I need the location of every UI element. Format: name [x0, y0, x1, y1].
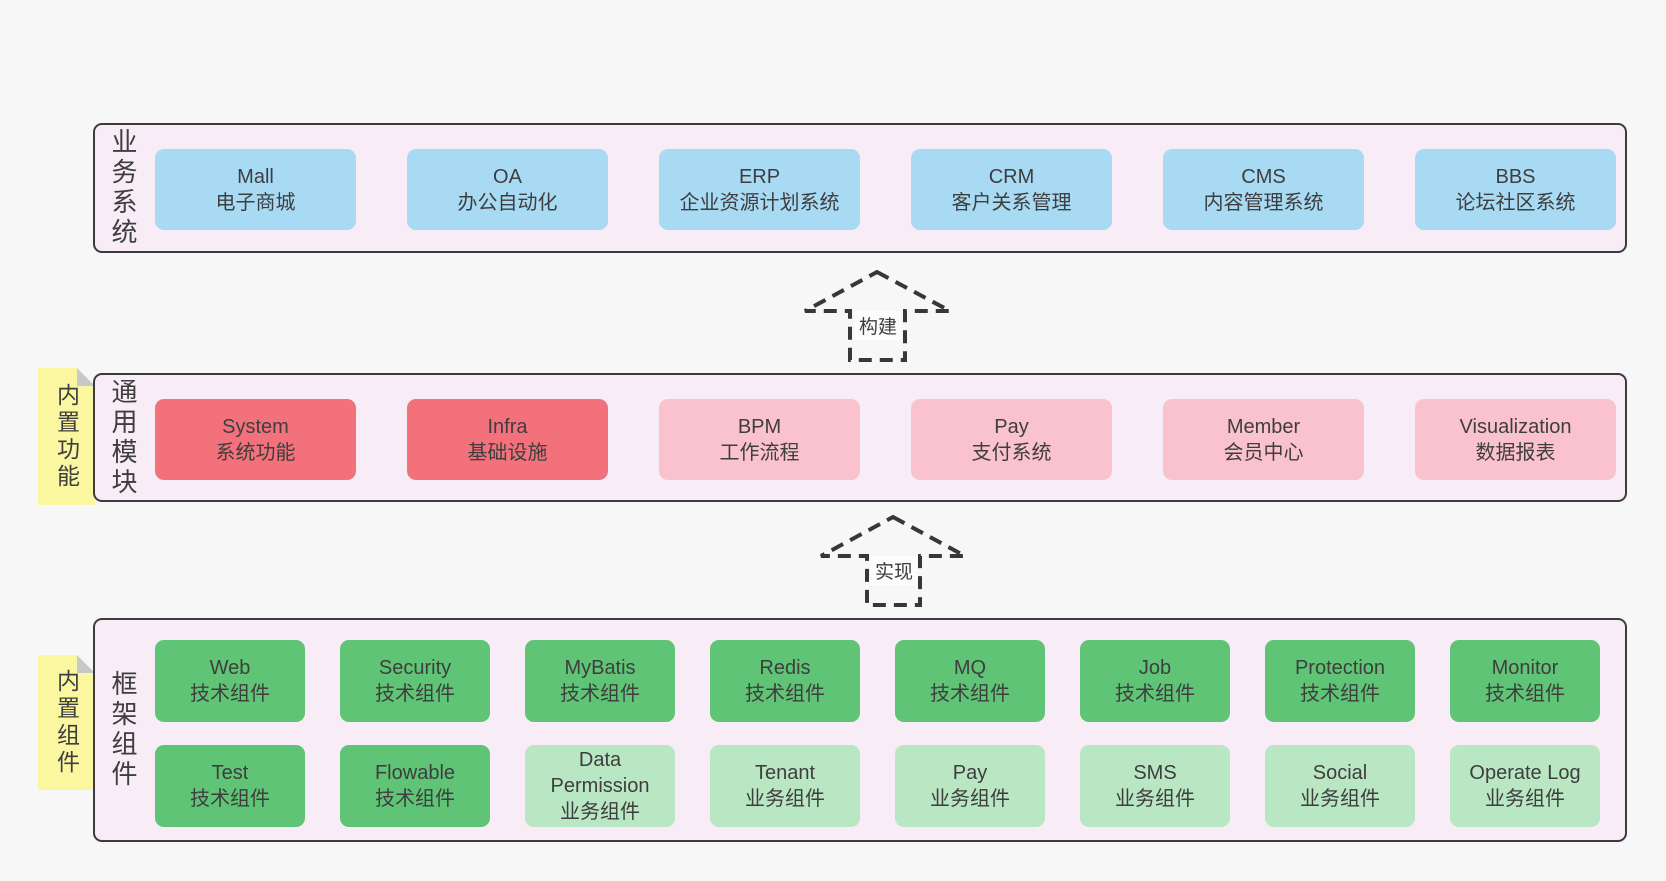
box-title-en: Test: [211, 762, 249, 784]
framework-components-box-data-permission: Data Permission 业务组件: [525, 745, 675, 827]
business-systems-box-bbs: BBS 论坛社区系统: [1415, 149, 1616, 230]
band-common-modules: 通用模块 System 系统功能 Infra 基础设施 BPM 工作流程 Pay 支付系统 Me…: [93, 373, 1627, 502]
box-title-en: Flowable: [374, 762, 456, 784]
box-title-en: Visualization: [1459, 415, 1572, 438]
box-subtitle-zh: 业务组件: [560, 801, 640, 823]
box-subtitle-zh: 业务组件: [1300, 788, 1380, 810]
box-title-en: Security: [378, 657, 452, 679]
box-subtitle-zh: 内容管理系统: [1203, 191, 1324, 214]
arrow-label-implement: 实现: [870, 556, 918, 585]
framework-components-box-social: Social 业务组件: [1265, 745, 1415, 827]
box-title-en: Social: [1312, 762, 1368, 784]
common-modules-box-bpm: BPM 工作流程: [659, 399, 860, 480]
box-title-en: Infra: [487, 415, 528, 438]
box-subtitle-zh: 技术组件: [190, 683, 270, 705]
sticky-note-label: 内置功能: [53, 382, 80, 491]
box-title-en: Data Permission: [550, 749, 650, 797]
box-subtitle-zh: 业务组件: [1485, 788, 1565, 810]
framework-components-box-mq: MQ 技术组件: [895, 640, 1045, 722]
framework-components-box-operate-log: Operate Log 业务组件: [1450, 745, 1600, 827]
box-subtitle-zh: 技术组件: [1485, 683, 1565, 705]
business-systems-box-crm: CRM 客户关系管理: [911, 149, 1112, 230]
framework-components-box-job: Job 技术组件: [1080, 640, 1230, 722]
box-title-en: Tenant: [754, 762, 816, 784]
sticky-note-builtin-features: 内置功能: [38, 368, 95, 505]
box-subtitle-zh: 技术组件: [930, 683, 1010, 705]
box-title-en: MyBatis: [564, 657, 636, 679]
arrow-label-build: 构建: [854, 311, 902, 340]
framework-components-box-sms: SMS 业务组件: [1080, 745, 1230, 827]
box-subtitle-zh: 技术组件: [190, 788, 270, 810]
common-modules-box-pay: Pay 支付系统: [911, 399, 1112, 480]
box-title-en: Job: [1138, 657, 1172, 679]
business-systems-box-cms: CMS 内容管理系统: [1163, 149, 1364, 230]
box-subtitle-zh: 工作流程: [719, 441, 800, 464]
box-subtitle-zh: 业务组件: [745, 788, 825, 810]
box-subtitle-zh: 办公自动化: [457, 191, 558, 214]
box-title-en: Protection: [1294, 657, 1386, 679]
business-systems-box-erp: ERP 企业资源计划系统: [659, 149, 860, 230]
framework-components-box-mybatis: MyBatis 技术组件: [525, 640, 675, 722]
box-title-en: Member: [1226, 415, 1301, 438]
box-subtitle-zh: 业务组件: [930, 788, 1010, 810]
box-subtitle-zh: 客户关系管理: [951, 191, 1072, 214]
box-title-en: CRM: [988, 165, 1035, 188]
framework-components-box-flowable: Flowable 技术组件: [340, 745, 490, 827]
box-title-en: Monitor: [1491, 657, 1559, 679]
box-subtitle-zh: 支付系统: [971, 441, 1052, 464]
sticky-note-label: 内置组件: [53, 668, 80, 777]
box-title-en: BBS: [1495, 165, 1536, 188]
box-subtitle-zh: 基础设施: [467, 441, 548, 464]
box-title-en: Operate Log: [1469, 762, 1581, 784]
band-label-business-systems: 业务系统: [108, 128, 138, 248]
box-title-en: ERP: [738, 165, 781, 188]
band-label-common-modules: 通用模块: [108, 377, 138, 498]
box-title-en: Web: [209, 657, 251, 679]
box-subtitle-zh: 电子商城: [215, 191, 296, 214]
framework-components-box-monitor: Monitor 技术组件: [1450, 640, 1600, 722]
box-subtitle-zh: 技术组件: [375, 788, 455, 810]
box-subtitle-zh: 数据报表: [1475, 441, 1556, 464]
box-subtitle-zh: 技术组件: [1300, 683, 1380, 705]
band-business-systems-boxes: Mall 电子商城 OA 办公自动化 ERP 企业资源计划系统 CRM 客户关系管理 CMS 内容…: [95, 125, 1625, 251]
box-subtitle-zh: 论坛社区系统: [1455, 191, 1576, 214]
box-subtitle-zh: 业务组件: [1115, 788, 1195, 810]
framework-components-box-security: Security 技术组件: [340, 640, 490, 722]
box-title-en: OA: [493, 165, 522, 188]
framework-components-box-test: Test 技术组件: [155, 745, 305, 827]
box-subtitle-zh: 技术组件: [1115, 683, 1195, 705]
band-common-modules-boxes: System 系统功能 Infra 基础设施 BPM 工作流程 Pay 支付系统 Member 会…: [95, 375, 1625, 500]
box-title-en: CMS: [1241, 165, 1286, 188]
box-title-en: Redis: [759, 657, 811, 679]
framework-components-box-web: Web 技术组件: [155, 640, 305, 722]
box-subtitle-zh: 技术组件: [745, 683, 825, 705]
sticky-note-builtin-components: 内置组件: [38, 655, 95, 790]
business-systems-box-mall: Mall 电子商城: [155, 149, 356, 230]
common-modules-box-member: Member 会员中心: [1163, 399, 1364, 480]
box-subtitle-zh: 技术组件: [375, 683, 455, 705]
band-label-framework-components: 框架组件: [108, 670, 138, 790]
common-modules-box-visualization: Visualization 数据报表: [1415, 399, 1616, 480]
box-title-en: System: [222, 415, 289, 438]
box-title-en: Pay: [994, 415, 1029, 438]
business-systems-box-oa: OA 办公自动化: [407, 149, 608, 230]
box-subtitle-zh: 企业资源计划系统: [679, 191, 840, 214]
box-title-en: Mall: [237, 165, 274, 188]
box-title-en: BPM: [737, 415, 782, 438]
box-title-en: SMS: [1133, 762, 1177, 784]
framework-components-box-redis: Redis 技术组件: [710, 640, 860, 722]
framework-components-box-protection: Protection 技术组件: [1265, 640, 1415, 722]
box-subtitle-zh: 系统功能: [215, 441, 296, 464]
common-modules-box-system: System 系统功能: [155, 399, 356, 480]
box-subtitle-zh: 技术组件: [560, 683, 640, 705]
framework-components-box-tenant: Tenant 业务组件: [710, 745, 860, 827]
band-business-systems: 业务系统 Mall 电子商城 OA 办公自动化 ERP 企业资源计划系统 CRM 客户关系管理…: [93, 123, 1627, 253]
box-subtitle-zh: 会员中心: [1223, 441, 1304, 464]
box-title-en: Pay: [952, 762, 988, 784]
common-modules-box-infra: Infra 基础设施: [407, 399, 608, 480]
box-title-en: MQ: [953, 657, 987, 679]
framework-components-box-pay: Pay 业务组件: [895, 745, 1045, 827]
